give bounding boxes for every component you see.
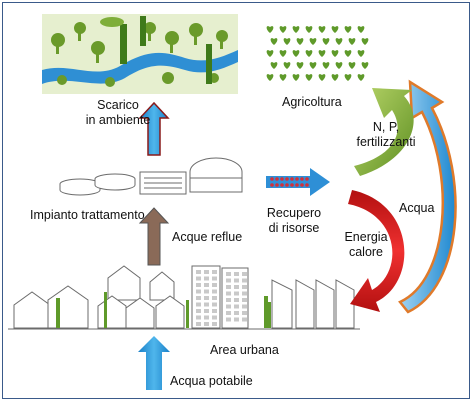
crop-field-icon: [266, 26, 369, 81]
potable-water-label: Acqua potabile: [170, 374, 253, 388]
nutrients-curve: [354, 88, 414, 176]
water-cycle-curve: [398, 79, 457, 314]
nutrients-label: N, P, fertilizzanti: [356, 120, 416, 149]
water-label: Acqua: [399, 201, 435, 215]
energy-heat-curve: [348, 190, 405, 312]
agriculture-label: Agricoltura: [282, 95, 342, 109]
discharge-up-arrow: [138, 101, 170, 156]
treatment-plant-label: Impianto trattamento: [30, 208, 145, 222]
urban-trees: [56, 292, 271, 328]
landscape-river-trees-icon: [42, 14, 238, 94]
diagram-frame: [2, 2, 470, 399]
wastewater-label: Acque reflue: [172, 230, 243, 244]
urban-area-label: Area urbana: [210, 343, 279, 357]
resource-recovery-label: Recupero di risorse: [266, 206, 322, 235]
resource-recovery-arrow: [266, 168, 330, 196]
potable-water-up-arrow: [138, 336, 170, 390]
treatment-plant-icon: [59, 157, 243, 196]
wastewater-up-arrow: [138, 207, 170, 266]
discharge-label: Scarico in ambiente: [85, 98, 151, 127]
energy-heat-label: Energia calore: [344, 230, 388, 259]
urban-area-icon: [13, 265, 355, 329]
